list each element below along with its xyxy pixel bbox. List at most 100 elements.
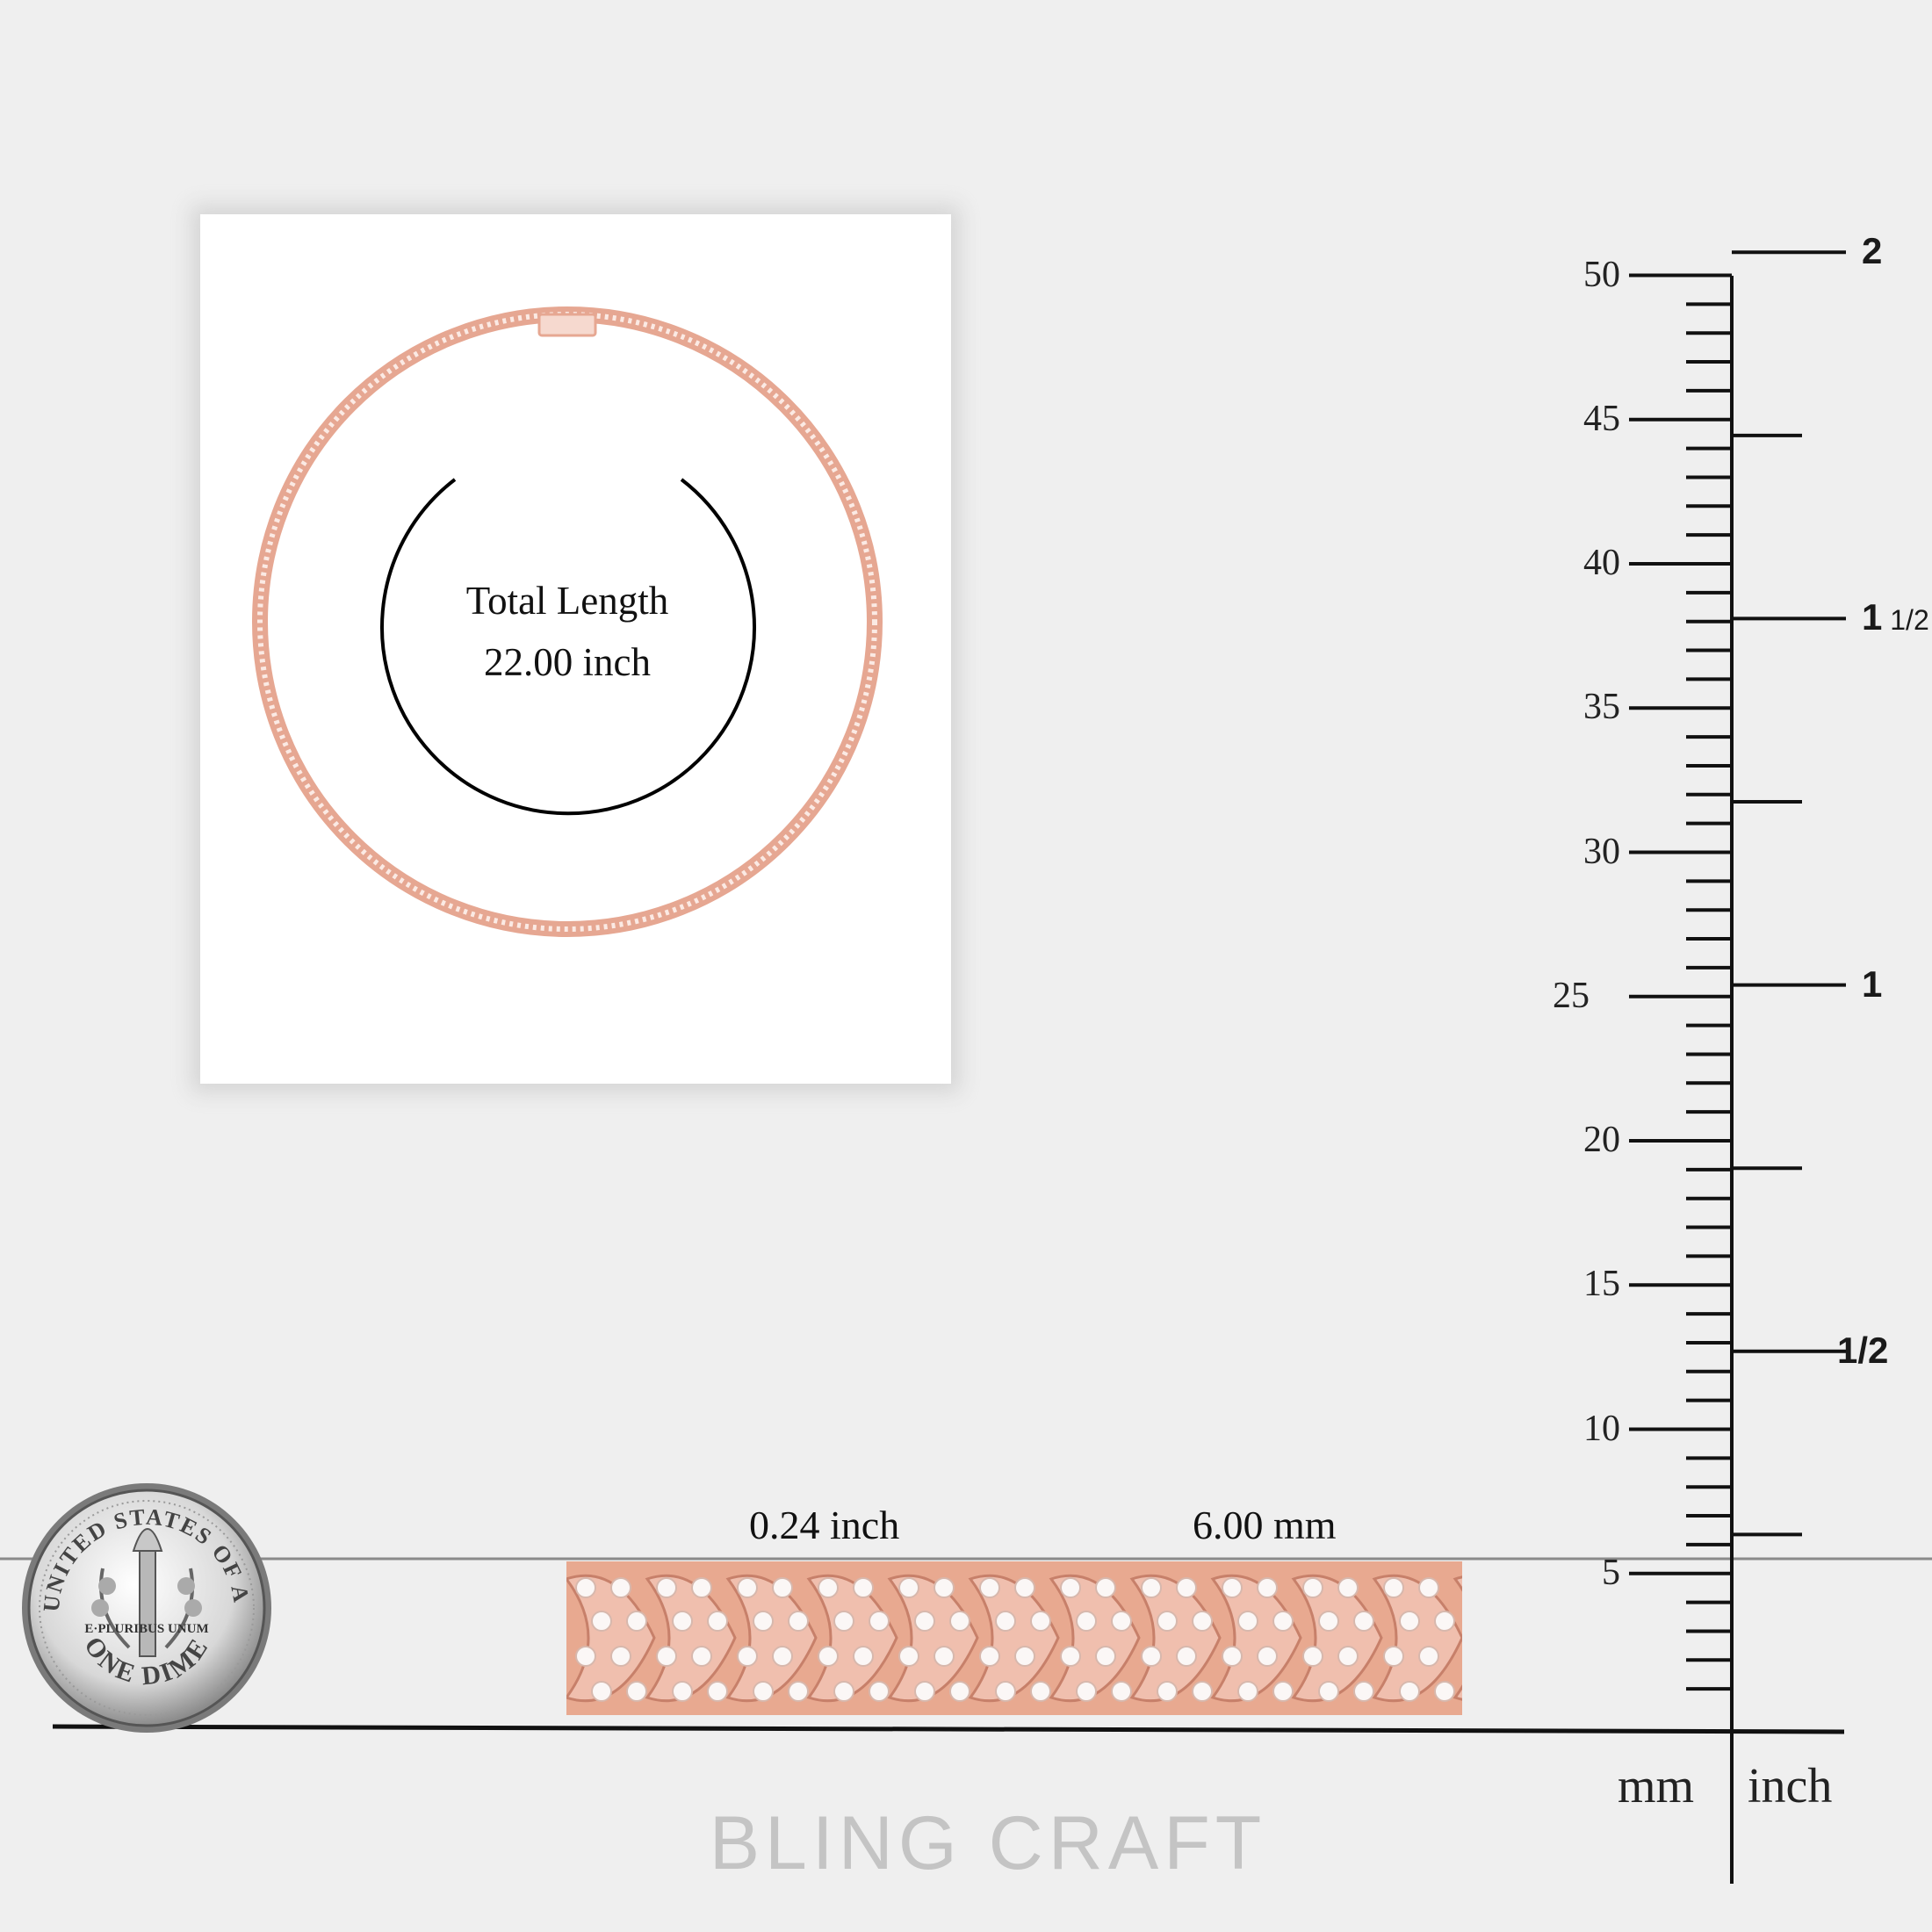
diamond-stone <box>1157 1681 1178 1702</box>
necklace-illustration <box>252 306 883 937</box>
diamond-stone <box>833 1681 854 1702</box>
diamond-stone <box>672 1611 693 1632</box>
diamond-stone <box>1030 1611 1051 1632</box>
diamond-stone <box>1257 1577 1278 1598</box>
diamond-stone <box>1111 1611 1132 1632</box>
diamond-stone <box>898 1646 919 1667</box>
diamond-stone <box>707 1611 728 1632</box>
diamond-stone <box>1337 1646 1359 1667</box>
diamond-stone <box>1076 1681 1097 1702</box>
diamond-stone <box>979 1646 1000 1667</box>
mm-label: 40 <box>1583 543 1620 583</box>
chain-width-mm: 6.00 mm <box>1193 1503 1337 1547</box>
diamond-stone <box>1383 1646 1404 1667</box>
diamond-stone <box>818 1646 839 1667</box>
diamond-stone <box>1176 1577 1197 1598</box>
diamond-stone <box>656 1577 677 1598</box>
diamond-stone <box>772 1646 793 1667</box>
inch-label: 1 1/2 <box>1862 596 1929 638</box>
diamond-stone <box>1192 1681 1213 1702</box>
diamond-stone <box>1237 1611 1258 1632</box>
diamond-stone <box>1434 1611 1455 1632</box>
diamond-stone <box>869 1681 890 1702</box>
inch-label: 1 <box>1862 962 1883 1005</box>
diamond-stone <box>772 1577 793 1598</box>
diamond-stone <box>934 1577 955 1598</box>
necklace-clasp <box>537 313 597 337</box>
inch-label: 1/2 <box>1837 1329 1889 1371</box>
diamond-stone <box>1353 1611 1374 1632</box>
diamond-stone <box>995 1681 1016 1702</box>
mm-label: 35 <box>1583 687 1620 728</box>
diamond-stone <box>788 1611 809 1632</box>
mm-label: 10 <box>1583 1408 1620 1449</box>
mm-unit-label: mm <box>1618 1759 1695 1813</box>
mm-label: 20 <box>1583 1120 1620 1160</box>
diamond-stone <box>1272 1611 1294 1632</box>
diamond-stone <box>1060 1577 1081 1598</box>
diamond-stone <box>1418 1646 1439 1667</box>
total-length-title: Total Length <box>465 579 669 623</box>
diamond-stone <box>1318 1611 1339 1632</box>
diamond-stone <box>691 1646 712 1667</box>
diamond-stone <box>672 1681 693 1702</box>
diamond-stone <box>1141 1577 1162 1598</box>
diamond-stone <box>1237 1681 1258 1702</box>
total-length-value: 22.00 inch <box>484 640 651 684</box>
diamond-stone <box>788 1681 809 1702</box>
chain-detail-image <box>564 1561 1545 1715</box>
diamond-stone <box>1337 1577 1359 1598</box>
diamond-stone <box>1222 1646 1243 1667</box>
mm-label: 25 <box>1553 975 1590 1016</box>
diamond-stone <box>591 1681 612 1702</box>
diamond-stone <box>1353 1681 1374 1702</box>
length-arc <box>380 478 756 816</box>
diamond-stone <box>1141 1646 1162 1667</box>
mm-label: 45 <box>1583 398 1620 439</box>
diamond-stone <box>1418 1577 1439 1598</box>
diamond-stone <box>1318 1681 1339 1702</box>
diamond-stone <box>1257 1646 1278 1667</box>
diamond-stone <box>995 1611 1016 1632</box>
diamond-stone <box>1157 1611 1178 1632</box>
diamond-stone <box>914 1611 935 1632</box>
diamond-stone <box>753 1611 774 1632</box>
diamond-stone <box>1272 1681 1294 1702</box>
diamond-stone <box>737 1646 758 1667</box>
diamond-stone <box>575 1646 596 1667</box>
diamond-stone <box>853 1646 874 1667</box>
diamond-stone <box>1434 1681 1455 1702</box>
diamond-stone <box>610 1646 631 1667</box>
mm-label: 5 <box>1602 1552 1620 1593</box>
diamond-stone <box>591 1611 612 1632</box>
diamond-stone <box>1095 1646 1116 1667</box>
diamond-stone <box>1076 1611 1097 1632</box>
diamond-stone <box>833 1611 854 1632</box>
dime-coin: UNITED STATES OF AMERICA ONE DIME E·PLUR… <box>8 1460 274 1735</box>
diamond-stone <box>1111 1681 1132 1702</box>
diamond-stone <box>691 1577 712 1598</box>
diamond-stone <box>869 1611 890 1632</box>
diamond-stone <box>898 1577 919 1598</box>
mm-label: 50 <box>1583 254 1620 295</box>
svg-text:E·PLURIBUS UNUM: E·PLURIBUS UNUM <box>84 1622 208 1636</box>
diamond-stone <box>1030 1681 1051 1702</box>
diamond-stone <box>853 1577 874 1598</box>
diamond-stone <box>707 1681 728 1702</box>
necklace-card: Total Length 22.00 inch <box>200 214 951 1084</box>
mm-label: 30 <box>1583 831 1620 872</box>
diamond-stone <box>1192 1611 1213 1632</box>
diamond-stone <box>1399 1611 1420 1632</box>
inch-label: 2 <box>1862 230 1883 272</box>
mm-label: 15 <box>1583 1264 1620 1305</box>
diamond-stone <box>626 1681 647 1702</box>
diamond-stone <box>1302 1577 1323 1598</box>
diamond-stone <box>1399 1681 1420 1702</box>
diamond-stone <box>1383 1577 1404 1598</box>
diamond-stone <box>1222 1577 1243 1598</box>
diamond-stone <box>949 1681 970 1702</box>
diamond-stone <box>1095 1577 1116 1598</box>
brand-logo: BLING CRAFT <box>709 1801 1267 1885</box>
